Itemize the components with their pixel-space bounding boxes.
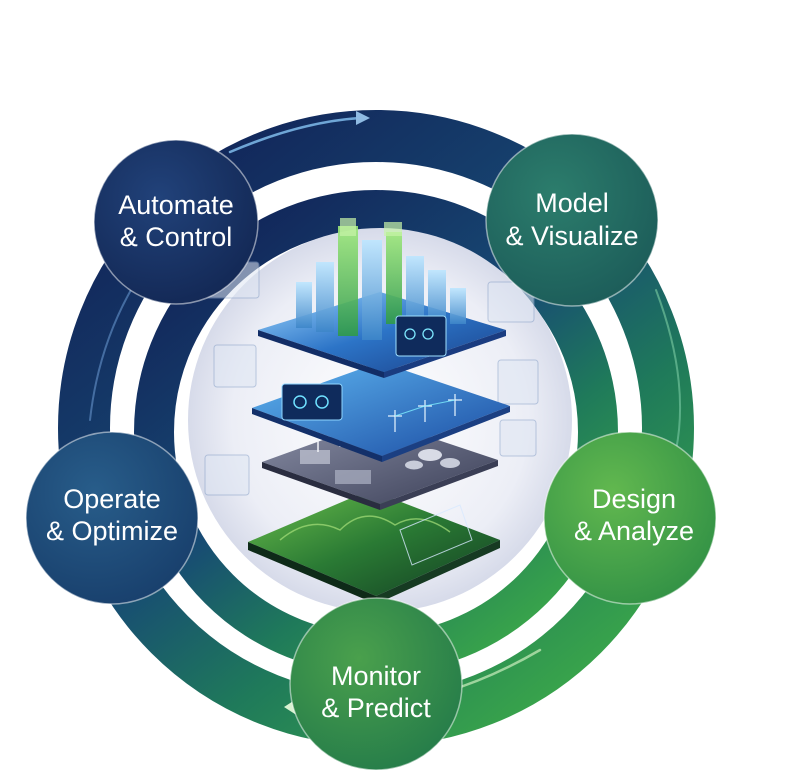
node-circle	[485, 133, 659, 307]
node-label-line2: & Control	[120, 222, 233, 252]
node-label-line1: Model	[535, 188, 609, 218]
node-model-visualize: Model & Visualize	[485, 133, 659, 307]
node-label-line2: & Analyze	[574, 516, 694, 546]
infrastructure-layer	[262, 420, 498, 510]
node-label-line1: Automate	[118, 190, 234, 220]
node-circle	[543, 431, 717, 605]
node-label-line2: & Optimize	[46, 516, 178, 546]
node-circle	[25, 431, 199, 605]
city-layer	[258, 218, 506, 378]
node-operate-optimize: Operate & Optimize	[25, 431, 199, 605]
node-automate-control: Automate & Control	[93, 139, 259, 305]
node-design-analyze: Design & Analyze	[543, 431, 717, 605]
node-circle	[289, 597, 463, 771]
network-layer	[252, 362, 510, 462]
node-label-line1: Operate	[63, 484, 161, 514]
top-flow-arrowhead	[356, 111, 370, 125]
right-flow-line	[655, 289, 682, 451]
top-flow-arrow	[228, 116, 362, 154]
node-circle	[93, 139, 259, 305]
node-label-line1: Monitor	[331, 661, 421, 691]
node-label-line2: & Visualize	[505, 221, 638, 251]
node-label-line2: & Predict	[321, 693, 431, 723]
terrain-layer	[248, 490, 500, 604]
node-label-line1: Design	[592, 484, 676, 514]
floating-dashboards	[204, 261, 539, 496]
node-monitor-predict: Monitor & Predict	[289, 597, 463, 771]
